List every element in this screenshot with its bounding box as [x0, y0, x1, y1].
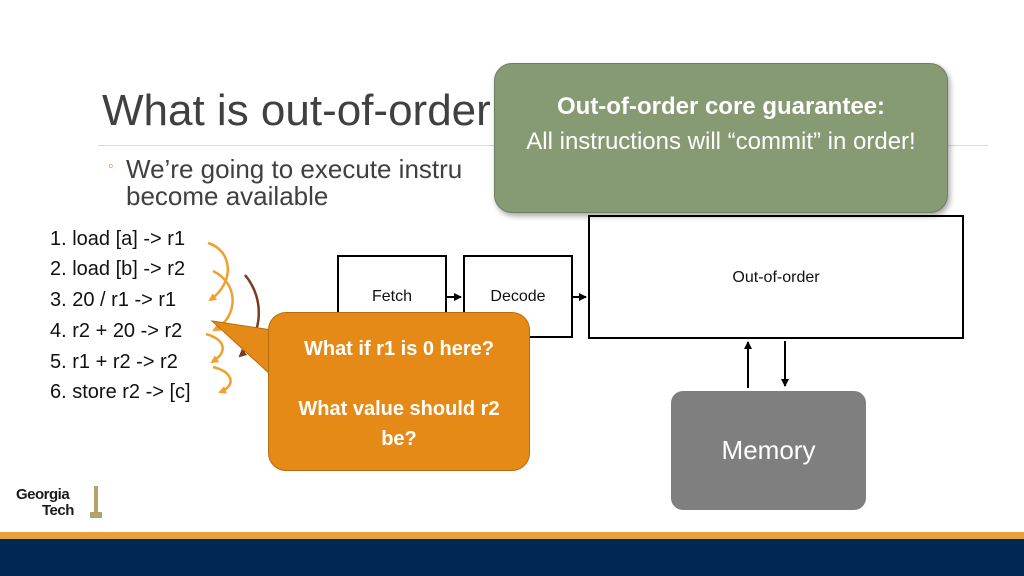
logo-text-line-1: Georgia	[16, 486, 70, 503]
dependency-arrow-1-to-3	[207, 241, 229, 302]
instruction-item: 5. r1 + r2 -> r2	[50, 351, 178, 373]
guarantee-callout: Out-of-order core guarantee: All instruc…	[494, 63, 948, 213]
instruction-item: 6. store r2 -> [c]	[50, 381, 191, 403]
decode-stage-label: Decode	[490, 287, 546, 305]
logo-text-line-2: Tech	[42, 502, 74, 519]
logo-tower-icon	[90, 486, 102, 518]
memory-label: Memory	[721, 435, 816, 465]
dependency-arrow-5-to-6	[212, 365, 232, 394]
question-line-2: What value should r2 be?	[298, 398, 500, 450]
question-callout: What if r1 is 0 here? What value should …	[268, 312, 530, 471]
bullet-marker: ◦	[108, 158, 114, 175]
slide-title: What is out-of-order	[102, 86, 491, 135]
bullet-text-line-2: become available	[126, 181, 329, 211]
guarantee-body: All instructions will “commit” in order!	[526, 128, 916, 155]
instruction-item: 3. 20 / r1 -> r1	[50, 289, 177, 311]
guarantee-title: Out-of-order core guarantee:	[556, 93, 886, 120]
out-of-order-core-box: Out-of-order	[588, 215, 964, 339]
dependency-arrow-4-to-5	[205, 332, 224, 364]
instruction-item: 4. r2 + 20 -> r2	[50, 320, 183, 342]
footer-accent-bar	[0, 532, 1024, 539]
bullet-text-line-1: We’re going to execute instru	[126, 154, 463, 184]
georgia-tech-logo: Georgia Tech	[16, 484, 106, 524]
question-callout-pointer	[210, 320, 273, 378]
out-of-order-core-label: Out-of-order	[732, 269, 820, 286]
footer-bar	[0, 539, 1024, 576]
memory-box: Memory	[671, 391, 866, 510]
instruction-item: 2. load [b] -> r2	[50, 258, 186, 280]
question-line-1: What if r1 is 0 here?	[303, 338, 495, 360]
instruction-item: 1. load [a] -> r1	[50, 228, 186, 250]
fetch-stage-label: Fetch	[371, 287, 412, 305]
